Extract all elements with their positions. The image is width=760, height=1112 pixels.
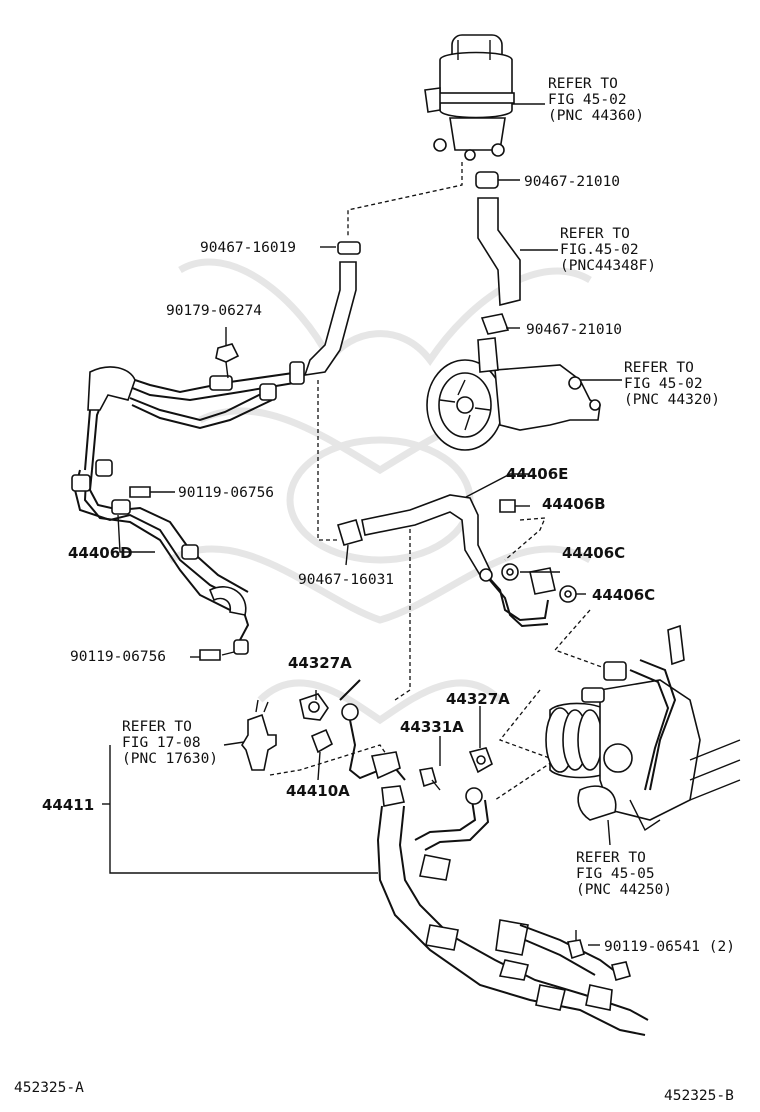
union-44410A <box>310 728 334 781</box>
callout-assembly: 44411 <box>42 796 94 814</box>
callout-sensor-line3: (PNC 17630) <box>122 751 218 767</box>
clamp-top <box>475 171 520 189</box>
callout-clamp-mid: 90467-21010 <box>526 322 622 338</box>
callout-hose-line1: REFER TO <box>560 226 630 242</box>
steering-gear <box>545 624 741 846</box>
callout-bolt-1: 90119-06756 <box>178 485 274 501</box>
callout-reservoir-line3: (PNC 44360) <box>548 108 644 124</box>
gasket-44327A-right <box>468 706 493 774</box>
return-hose <box>477 197 521 307</box>
gasket-44406C-2 <box>559 585 577 603</box>
callout-hose-line2: FIG.45-02 <box>560 242 639 258</box>
callout-sensor-line1: REFER TO <box>122 719 192 735</box>
callout-bolt-b: 44406B <box>542 495 606 513</box>
footer-right-code: 452325-B <box>664 1088 734 1104</box>
callout-reservoir-line1: REFER TO <box>548 76 618 92</box>
callout-gasket-a1: 44327A <box>288 654 352 672</box>
callout-gear: REFER TO FIG 45-05 (PNC 44250) <box>576 850 672 898</box>
flange-nut <box>215 343 240 379</box>
pressure-lines <box>84 361 305 471</box>
callout-union-bolt: 44331A <box>400 718 464 736</box>
clamp-16031 <box>336 519 364 566</box>
bolt-44331A <box>419 767 441 791</box>
power-steering-pump <box>426 337 601 451</box>
bolt-44406B <box>499 499 530 513</box>
gasket-44406C-1 <box>501 563 519 581</box>
footer-left-code: 452325-A <box>14 1080 84 1096</box>
callout-gear-line2: FIG 45-05 <box>576 866 655 882</box>
callout-clamp-top: 90467-21010 <box>524 174 620 190</box>
supply-hose-left <box>303 241 361 376</box>
callout-reservoir-line2: FIG 45-02 <box>548 92 627 108</box>
callout-bolt-3: 90119-06541 (2) <box>604 939 735 955</box>
callout-reservoir: REFER TO FIG 45-02 (PNC 44360) <box>548 76 644 124</box>
callout-gasket-c2: 44406C <box>592 586 655 604</box>
callout-pump: REFER TO FIG 45-02 (PNC 44320) <box>624 360 720 408</box>
callout-pump-line1: REFER TO <box>624 360 694 376</box>
callout-pump-line2: FIG 45-02 <box>624 376 703 392</box>
callout-hose-line3: (PNC44348F) <box>560 258 656 274</box>
tube-44406D <box>71 459 250 655</box>
callout-gear-line1: REFER TO <box>576 850 646 866</box>
bolt-upper <box>129 486 175 498</box>
callout-gear-line3: (PNC 44250) <box>576 882 672 898</box>
clamp-mid <box>480 313 520 335</box>
callout-sensor: REFER TO FIG 17-08 (PNC 17630) <box>122 719 218 767</box>
callout-nut: 90179-06274 <box>166 303 262 319</box>
hose-assembly-44411 <box>339 679 649 1036</box>
callout-union: 44410A <box>286 782 350 800</box>
callout-gasket-a2: 44327A <box>446 690 510 708</box>
callout-hose: REFER TO FIG.45-02 (PNC44348F) <box>560 226 656 274</box>
callout-sensor-line2: FIG 17-08 <box>122 735 201 751</box>
pipe-44406E-metal <box>479 567 556 628</box>
pressure-switch <box>241 699 277 771</box>
callout-bolt-2: 90119-06756 <box>70 649 166 665</box>
callout-gasket-c1: 44406C <box>562 544 625 562</box>
gasket-44327A-left <box>299 693 329 721</box>
callout-hose-e: 44406E <box>506 465 568 483</box>
bolt-06541 <box>567 930 631 981</box>
callout-tube-d: 44406D <box>68 544 133 562</box>
callout-pump-line3: (PNC 44320) <box>624 392 720 408</box>
bolt-lower <box>199 649 235 661</box>
label-leaders <box>102 103 622 946</box>
reservoir-tank <box>424 34 515 161</box>
dashed-leaders <box>269 162 611 801</box>
callout-clamp-left: 90467-16019 <box>200 240 296 256</box>
callout-clamp-low: 90467-16031 <box>298 572 394 588</box>
